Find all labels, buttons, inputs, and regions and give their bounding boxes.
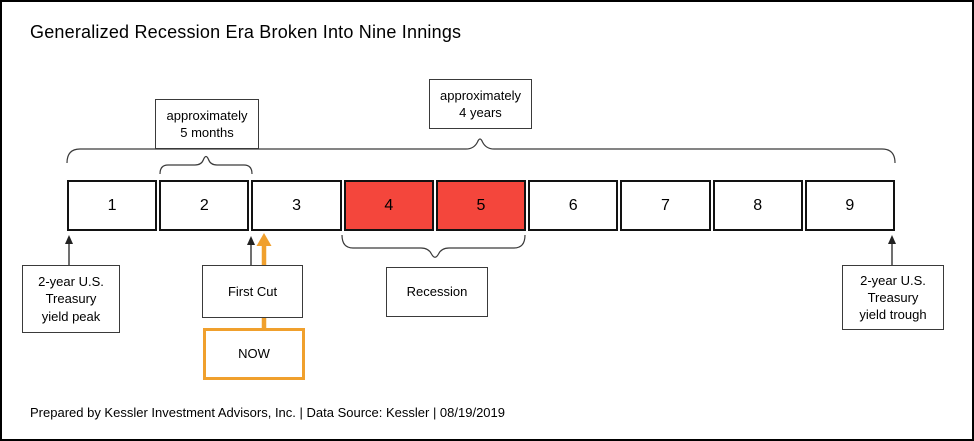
inning-cell-8: 8 — [712, 180, 803, 231]
inning-cell-5: 5 — [435, 180, 527, 231]
yield-trough-label: 2-year U.S. Treasury yield trough — [842, 265, 944, 330]
yield-trough-arrow-icon — [888, 235, 896, 265]
yield-peak-arrow-icon — [65, 235, 73, 265]
inning-cell-9: 9 — [804, 180, 895, 231]
page-title: Generalized Recession Era Broken Into Ni… — [30, 22, 462, 42]
inning-cell-1: 1 — [67, 180, 158, 231]
five-months-brace-icon — [159, 155, 253, 175]
innings-timeline: 1 2 3 4 5 6 7 8 9 — [67, 180, 895, 231]
inning-cell-7: 7 — [620, 180, 711, 231]
recession-brace-icon — [341, 234, 526, 258]
inning-cell-3: 3 — [251, 180, 342, 231]
recession-label: Recession — [386, 267, 488, 317]
inning-cell-2: 2 — [159, 180, 250, 231]
yield-peak-label: 2-year U.S. Treasury yield peak — [22, 265, 120, 333]
first-cut-label: First Cut — [202, 265, 303, 318]
inning-cell-4: 4 — [343, 180, 434, 231]
five-months-label: approximately 5 months — [155, 99, 259, 149]
first-cut-arrow-icon — [247, 236, 255, 265]
inning-cell-6: 6 — [528, 180, 619, 231]
four-years-label: approximately 4 years — [429, 79, 532, 129]
attribution-footer: Prepared by Kessler Investment Advisors,… — [30, 405, 505, 420]
now-label: NOW — [203, 328, 305, 380]
